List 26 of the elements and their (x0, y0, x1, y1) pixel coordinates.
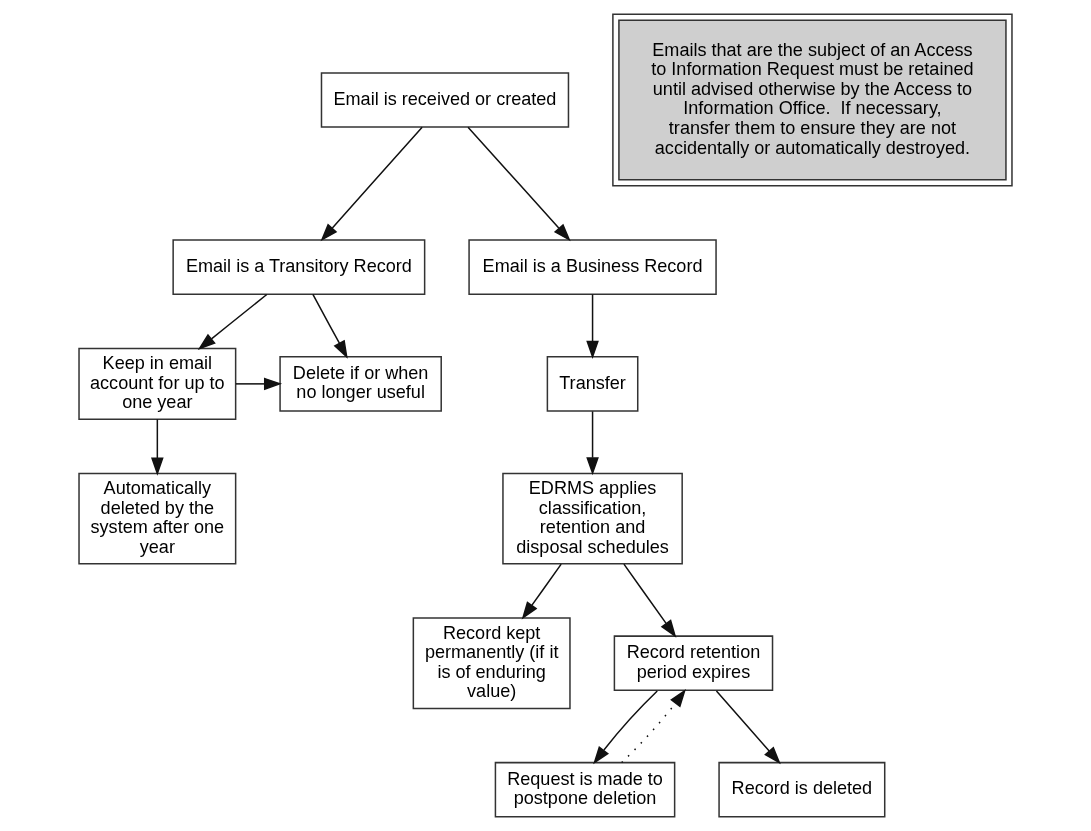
node-box: Keep in email account for up to one year (78, 347, 237, 420)
node-box: Emails that are the subject of an Access to Information Request must be retained until advised otherwise by the Access to Information Office. If necessary, transfer them to ensure they are not accidentally or automatically destroyed. (612, 13, 1013, 187)
arrow (593, 690, 658, 765)
node-box: Record is deleted (718, 761, 886, 818)
node-box: Email is received or created (320, 72, 570, 128)
node-box: Record retention period expires (613, 635, 774, 692)
node-box: Automatically deleted by the system after one year (78, 472, 237, 565)
node-box: Email is a Business Record (468, 239, 717, 296)
arrow (623, 563, 677, 638)
arrow (151, 418, 164, 476)
arrow (586, 293, 599, 359)
node-box: Delete if or when no longer useful (279, 356, 442, 412)
arrow (467, 126, 571, 242)
arrow (620, 689, 686, 764)
arrow (586, 410, 599, 476)
node-box: EDRMS applies classification, retention and disposal schedules (502, 472, 683, 565)
node-box: Email is a Transitory Record (172, 239, 426, 296)
arrow (235, 377, 283, 391)
node-box: Record kept permanently (if it is of enduring value) (412, 617, 571, 710)
arrow (197, 293, 268, 350)
arrow (320, 126, 423, 242)
arrow (715, 690, 781, 765)
arrow (312, 293, 348, 359)
node-box: Transfer (546, 356, 639, 412)
node-box: Request is made to postpone deletion (494, 761, 676, 818)
arrow (521, 563, 562, 620)
